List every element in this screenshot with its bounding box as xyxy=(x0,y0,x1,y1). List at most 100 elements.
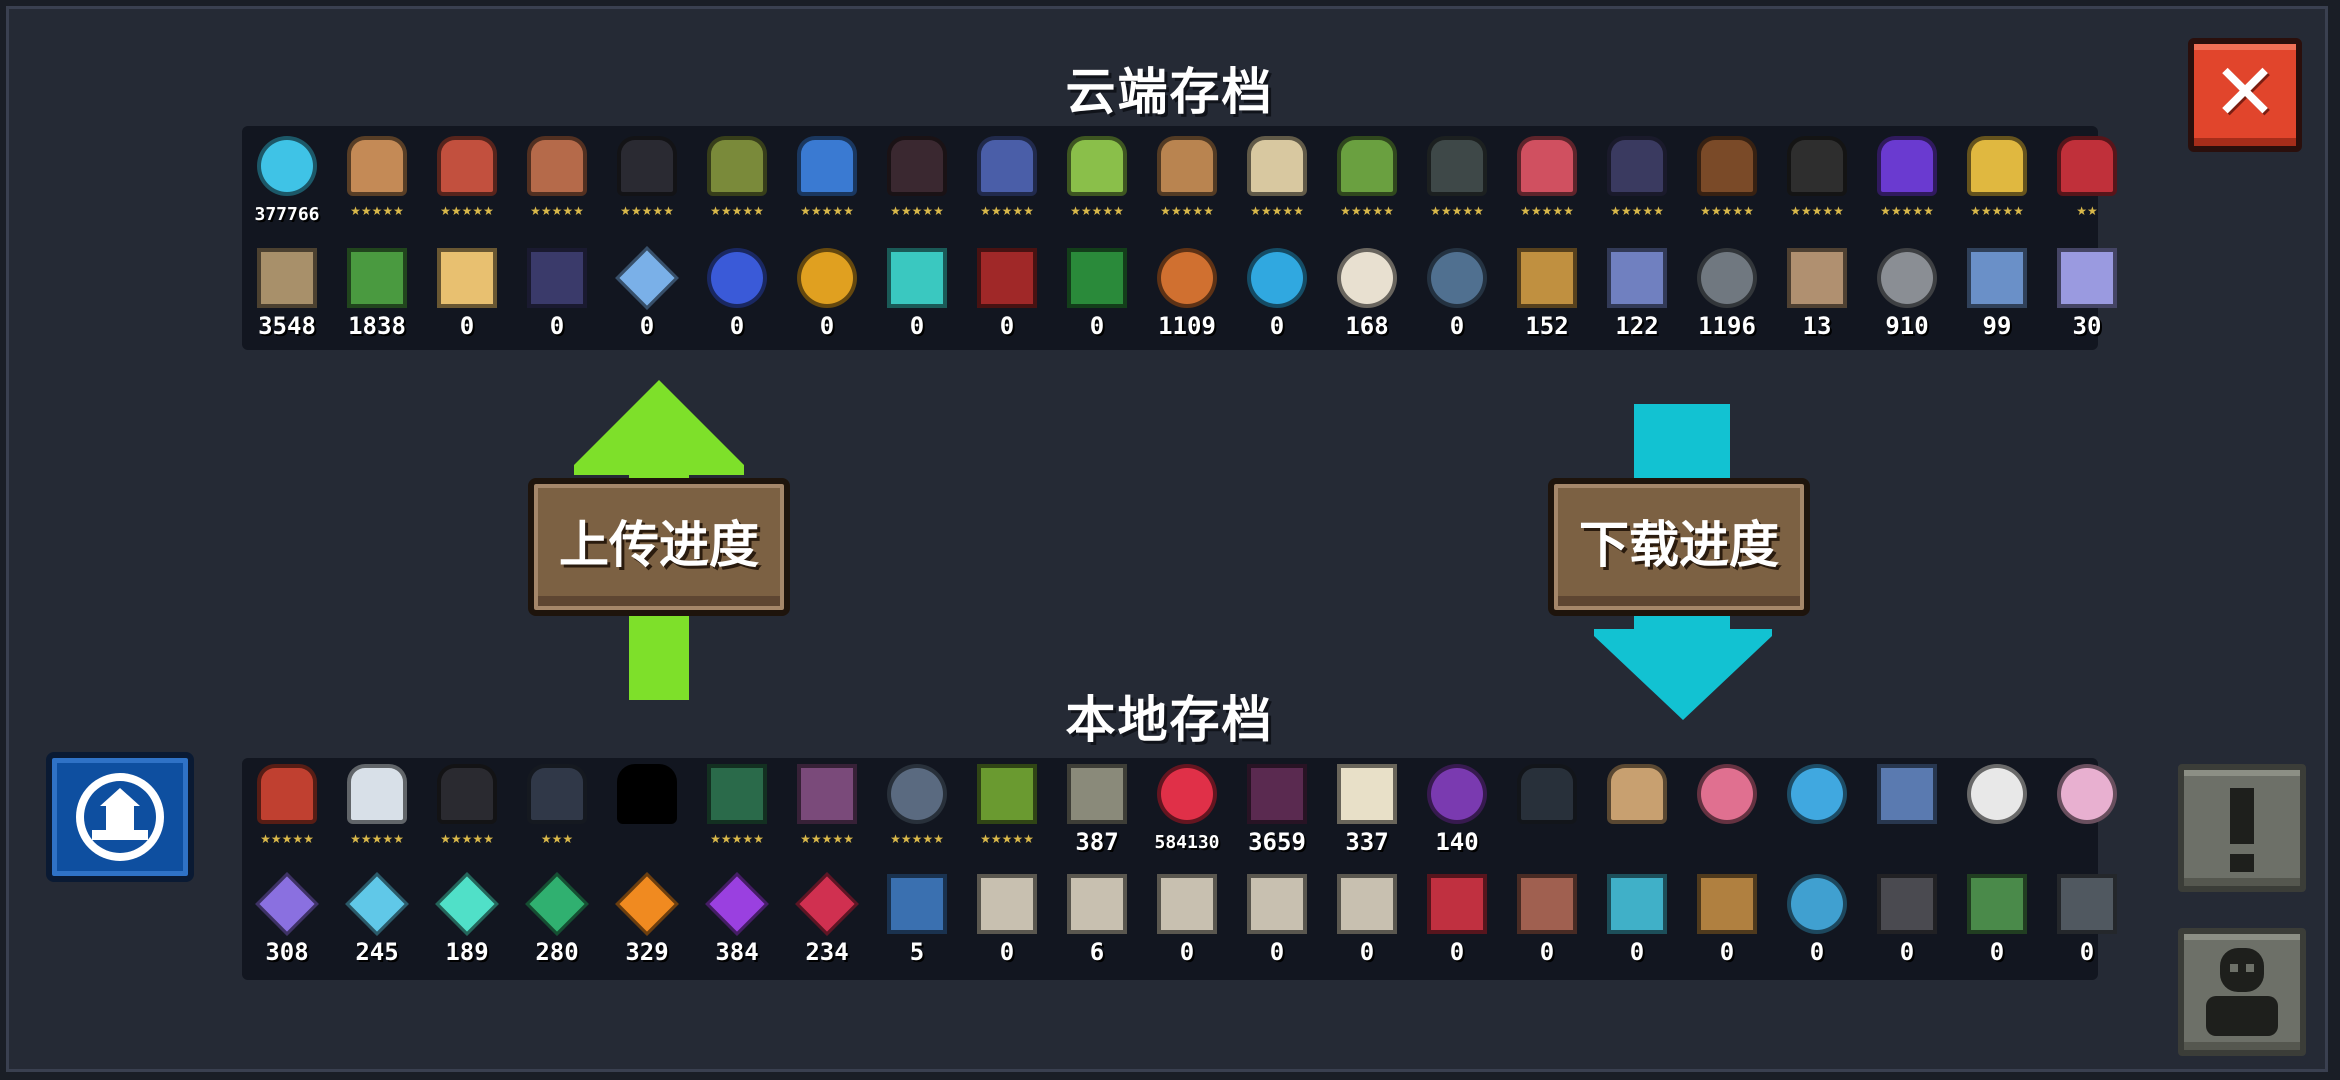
gems-icon xyxy=(257,136,317,196)
paladin-icon xyxy=(977,136,1037,196)
slot-shard: 30 xyxy=(2042,244,2132,354)
slot-berserker: ★★★★★ xyxy=(1502,132,1592,242)
partial-icon xyxy=(2057,136,2117,196)
swordsman-icon xyxy=(527,764,587,824)
beacon-icon xyxy=(887,248,947,308)
black-cat-icon xyxy=(1517,764,1577,824)
item-count: 329 xyxy=(625,938,669,966)
slot-card: 337 xyxy=(1322,760,1412,870)
wizard-icon xyxy=(1877,136,1937,196)
knight-icon xyxy=(347,136,407,196)
slot-violet-crystal: 384 xyxy=(692,870,782,980)
publisher-logo-button[interactable] xyxy=(46,752,194,882)
slot-scroll: 0 xyxy=(1322,870,1412,980)
item-count: 0 xyxy=(1179,938,1195,966)
star-rating: ★★★★★ xyxy=(1790,204,1844,218)
star-rating: ★★★★★ xyxy=(440,832,494,846)
slot-paladin: ★★★★★ xyxy=(962,132,1052,242)
item-count: 0 xyxy=(1809,938,1825,966)
item-count: 99 xyxy=(1982,312,2012,340)
star-rating: ★★★★★ xyxy=(530,204,584,218)
cloud-save-title: 云端存档 xyxy=(1065,63,1274,121)
star-rating: ★★★★★ xyxy=(620,204,674,218)
slot-black-cat xyxy=(1502,760,1592,870)
feather-icon xyxy=(1427,248,1487,308)
slot-swordsman: ★★★ xyxy=(512,760,602,870)
slot-werewolf: ★★★★★ xyxy=(1142,132,1232,242)
totem-icon xyxy=(1517,874,1577,934)
star-rating: ★★★★★ xyxy=(710,204,764,218)
slot-purple-mask: 140 xyxy=(1412,760,1502,870)
card-icon xyxy=(1337,764,1397,824)
star-rating: ★★★★★ xyxy=(1250,204,1304,218)
violet-crystal-icon xyxy=(705,872,769,936)
orb-icon xyxy=(1247,248,1307,308)
item-count: 122 xyxy=(1615,312,1659,340)
slot-assassin: ★★★★★ xyxy=(602,132,692,242)
star-rating: ★★★★★ xyxy=(1610,204,1664,218)
download-progress-button[interactable]: 下载进度 xyxy=(1548,478,1810,616)
upload-progress-button[interactable]: 上传进度 xyxy=(528,478,790,616)
star-rating: ★★★★★ xyxy=(1070,204,1124,218)
slot-robot: ★★★★★ xyxy=(782,132,872,242)
slot-purple-book: ★★★★★ xyxy=(782,760,872,870)
star-rating: ★★★ xyxy=(540,832,574,846)
star-rating: ★★★★★ xyxy=(800,832,854,846)
cyan-crystal-icon xyxy=(345,872,409,936)
slot-priest: ★★★★★ xyxy=(1232,132,1322,242)
slot-white-robot: ★★★★★ xyxy=(332,760,422,870)
item-count: 152 xyxy=(1525,312,1569,340)
green-box-icon xyxy=(707,764,767,824)
slot-gear: 1196 xyxy=(1682,244,1772,354)
item-count: 1196 xyxy=(1698,312,1756,340)
slot-scroll: 0 xyxy=(1142,870,1232,980)
meat-icon xyxy=(1157,248,1217,308)
local-save-panel: ★★★★★★★★★★★★★★★★★★★★★★★★★★★★★★★★★★★★★★38… xyxy=(242,758,2117,980)
slot-purple-crystal: 308 xyxy=(242,870,332,980)
item-count: 0 xyxy=(999,938,1015,966)
slot-meat: 1109 xyxy=(1142,244,1232,354)
slot-green-turret: 0 xyxy=(1952,870,2042,980)
item-count: 0 xyxy=(1629,938,1645,966)
item-count: 308 xyxy=(265,938,309,966)
user-silhouette-icon xyxy=(2206,948,2278,1036)
slot-aqua-crystal: 189 xyxy=(422,870,512,980)
horn-icon xyxy=(1607,248,1667,308)
scroll-icon xyxy=(977,874,1037,934)
dark-book-icon xyxy=(527,248,587,308)
crate-icon xyxy=(1787,248,1847,308)
slot-engineer: ★★★★★ xyxy=(692,132,782,242)
star-rating: ★★★★★ xyxy=(260,832,314,846)
local-item-row: ★★★★★★★★★★★★★★★★★★★★★★★★★★★★★★★★★★★★★★38… xyxy=(242,760,2117,870)
item-count: 0 xyxy=(1989,938,2005,966)
account-button[interactable] xyxy=(2178,928,2306,1056)
slot-pink-fish xyxy=(1682,760,1772,870)
item-count: 189 xyxy=(445,938,489,966)
stone-tablet-icon xyxy=(2057,874,2117,934)
close-button[interactable]: ✕ xyxy=(2188,38,2302,152)
drone-icon xyxy=(1877,764,1937,824)
slot-demon: ★★★★★ xyxy=(1592,132,1682,242)
star-rating: ★★★★★ xyxy=(1160,204,1214,218)
item-count: 0 xyxy=(909,312,925,340)
pot-icon xyxy=(887,764,947,824)
teal-device-icon xyxy=(1607,874,1667,934)
item-count: 6 xyxy=(1089,938,1105,966)
slot-green-book: 0 xyxy=(1052,244,1142,354)
trumpet-icon xyxy=(1517,248,1577,308)
rogue-icon xyxy=(437,136,497,196)
notice-button[interactable] xyxy=(2178,764,2306,892)
item-count: 0 xyxy=(2079,938,2095,966)
item-count: 168 xyxy=(1345,312,1389,340)
item-count: 0 xyxy=(1269,938,1285,966)
slot-elf: ★★★★★ xyxy=(1052,132,1142,242)
item-count: 0 xyxy=(729,312,745,340)
engineer-icon xyxy=(707,136,767,196)
aqua-crystal-icon xyxy=(435,872,499,936)
star-rating: ★★★★★ xyxy=(1970,204,2024,218)
gun-icon xyxy=(1067,764,1127,824)
slot-tiki: 0 xyxy=(1682,870,1772,980)
slot-red-crystal: 234 xyxy=(782,870,872,980)
taoist-icon xyxy=(1787,136,1847,196)
item-count: 387 xyxy=(1075,828,1119,856)
